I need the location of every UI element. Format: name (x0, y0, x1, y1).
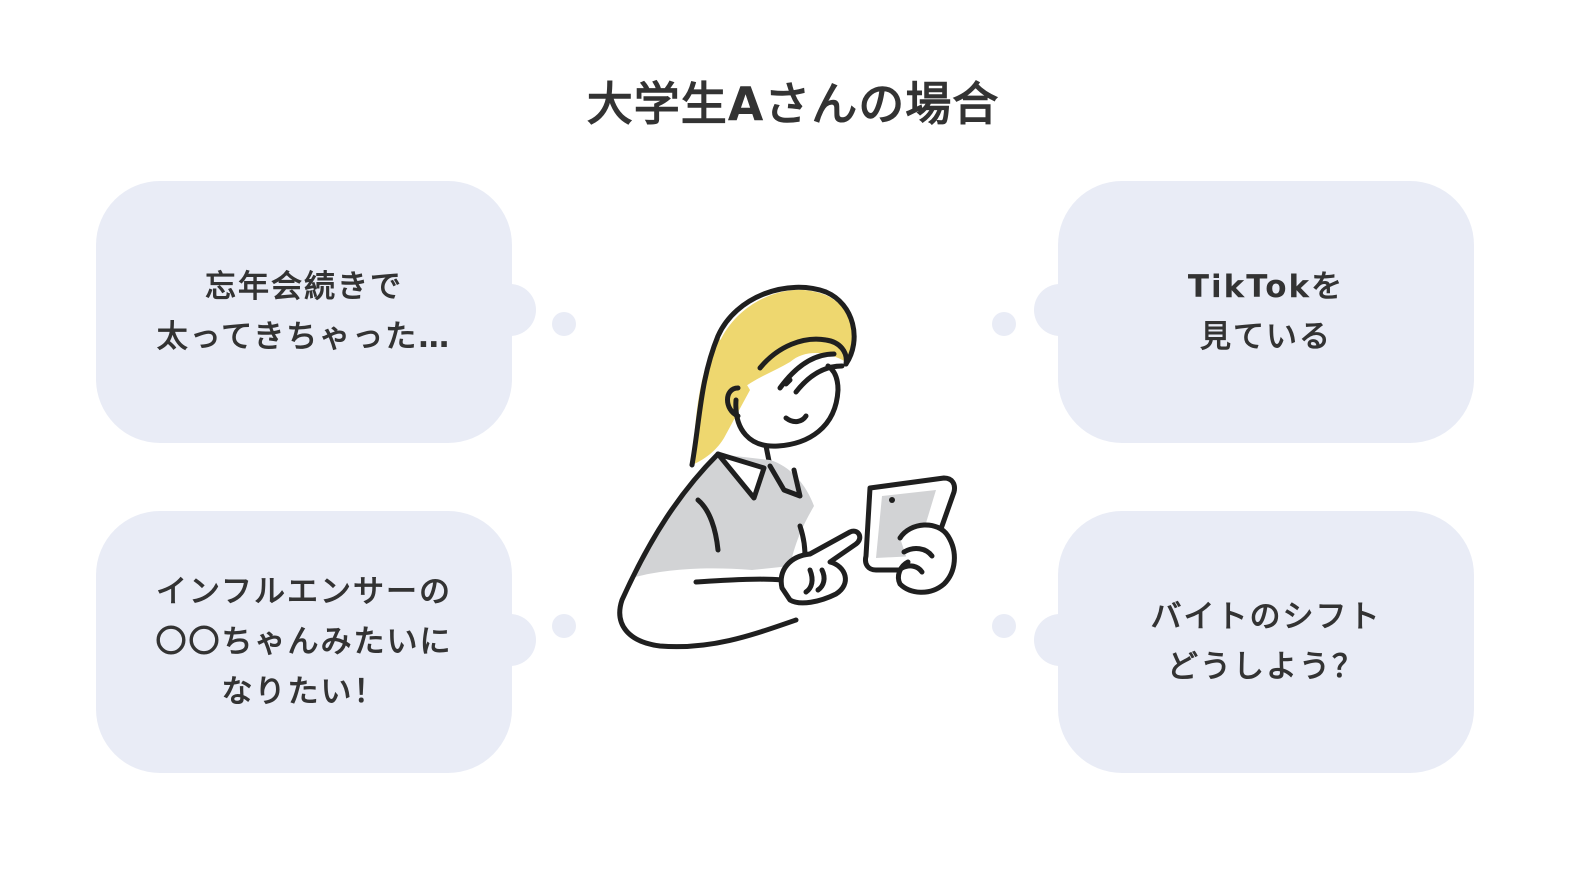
bubble-dot (552, 614, 576, 638)
arm-line (693, 576, 785, 585)
face-outline (733, 363, 841, 449)
bubble-line: なりたい！ (221, 674, 387, 710)
shirt-fold (695, 497, 721, 553)
bubble-text: TikTokを 見ている (1188, 262, 1344, 362)
bubble-text: インフルエンサーの 〇〇ちゃんみたいに なりたい！ (156, 567, 453, 717)
hair-top (711, 289, 854, 400)
thought-bubble-overeating: 忘年会続きで 太ってきちゃった… (96, 181, 512, 443)
bubble-text: バイトのシフト どうしよう？ (1151, 592, 1382, 692)
shirt-shaded (632, 454, 814, 578)
thumb-line (901, 546, 935, 559)
bubble-line: TikTokを (1187, 269, 1345, 305)
holding-hand (895, 522, 957, 595)
bubble-line: どうしよう？ (1167, 649, 1365, 685)
bubble-line: 忘年会続きで (205, 269, 403, 305)
thumb-line (899, 563, 925, 575)
shirt-outline (617, 451, 799, 650)
bubble-text: 忘年会続きで 太ってきちゃった… (157, 262, 452, 362)
hair-outline (689, 284, 857, 468)
finger-line (803, 567, 815, 595)
eye (783, 377, 793, 387)
phone-screen (876, 490, 936, 558)
person-with-phone-illustration (617, 284, 957, 650)
page-title: 大学生Aさんの場合 (586, 77, 1000, 131)
ear (725, 385, 741, 419)
collar-right (767, 463, 803, 499)
thought-bubble-shift: バイトのシフト どうしよう？ (1058, 511, 1474, 773)
bubble-line: 見ている (1200, 319, 1332, 355)
bubble-dot (992, 614, 1016, 638)
bubble-dot (552, 312, 576, 336)
bubble-line: インフルエンサーの (155, 574, 453, 610)
thought-bubble-influencer: インフルエンサーの 〇〇ちゃんみたいに なりたい！ (96, 511, 512, 773)
thought-bubble-tiktok: TikTokを 見ている (1058, 181, 1474, 443)
bubble-line: 〇〇ちゃんみたいに (155, 624, 453, 660)
finger-line (815, 567, 827, 593)
smile (783, 413, 809, 425)
pointing-hand (778, 528, 863, 606)
bubble-line: バイトのシフト (1150, 599, 1382, 635)
hair-bangs (757, 336, 849, 371)
collar-left (715, 451, 767, 501)
phone-camera (889, 497, 895, 503)
hair-strand (793, 363, 845, 395)
bubble-dot (992, 312, 1016, 336)
bubble-line: 太ってきちゃった… (156, 319, 452, 355)
